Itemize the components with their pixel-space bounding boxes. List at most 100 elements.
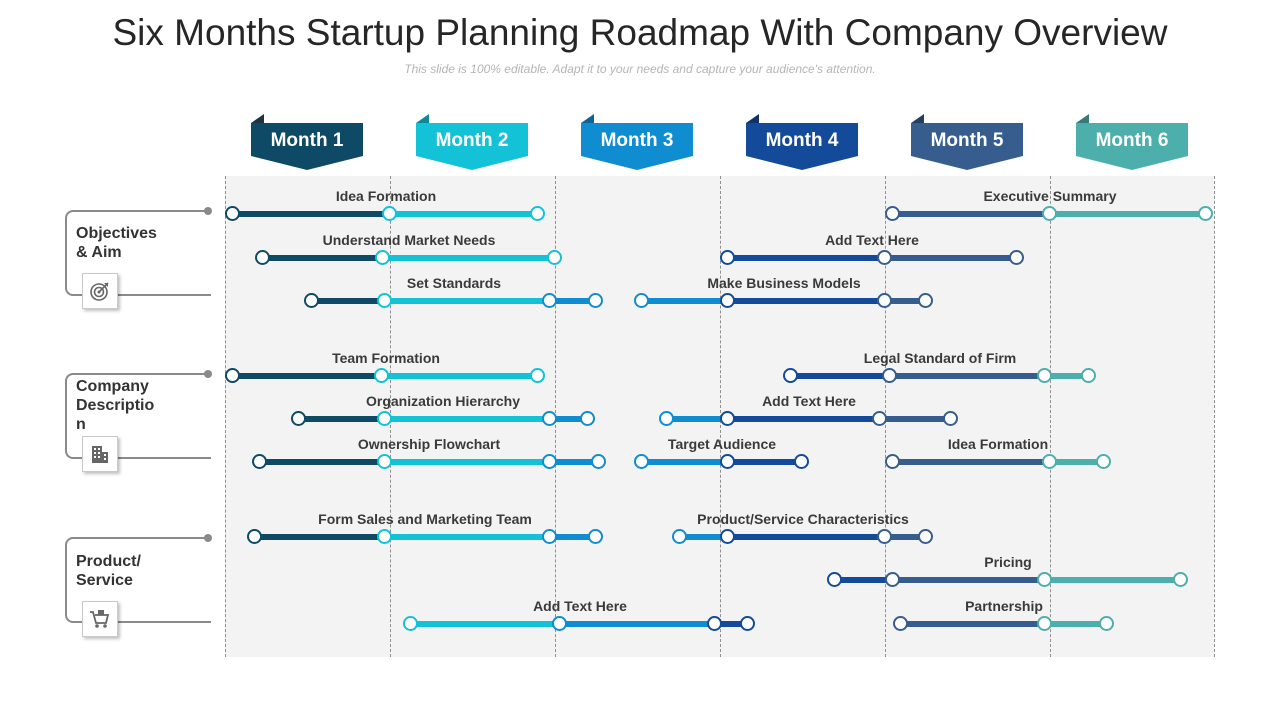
month-divider-0 [225,176,226,657]
task-label: Organization Hierarchy [365,393,521,409]
milestone-dot [1042,454,1057,469]
task-bar-segment [550,459,599,465]
milestone-dot [1009,250,1024,265]
milestone-dot [720,250,735,265]
milestone-dot [530,206,545,221]
month-tab-1: Month 1 [251,114,363,172]
task-label: Target Audience [667,436,777,452]
milestone-dot [552,616,567,631]
task-bar-segment [728,298,885,304]
milestone-dot [659,411,674,426]
milestone-dot [374,368,389,383]
task-bar-segment [893,459,1050,465]
milestone-dot [377,293,392,308]
task-label: Product/Service Characteristics [697,511,909,527]
task-bar-segment [255,534,385,540]
category-label-company: Company Descriptio n [76,378,155,433]
task-bar-segment [885,534,926,540]
task-label: Idea Formation [947,436,1049,452]
milestone-dot [542,454,557,469]
task-bar-segment [383,255,554,261]
task-bar-segment [642,298,728,304]
task-bar-segment [880,416,951,422]
task-label: Partnership [965,598,1043,614]
task-bar-segment [312,298,385,304]
company-bracket [65,373,211,459]
task-bar-segment [385,416,550,422]
task-bar-segment [382,373,539,379]
task-label: Set Standards [406,275,502,291]
milestone-dot [377,529,392,544]
month-tab-3: Month 3 [581,114,693,172]
company-pin [204,370,212,378]
task-label: Ownership Flowchart [357,436,501,452]
product-bracket [65,537,211,623]
milestone-dot [588,529,603,544]
milestone-dot [720,529,735,544]
task-bar-segment [233,373,381,379]
milestone-dot [1198,206,1213,221]
task-bar-segment [1045,577,1182,583]
milestone-dot [794,454,809,469]
milestone-dot [720,411,735,426]
milestone-dot [542,529,557,544]
milestone-dot [827,572,842,587]
task-bar-segment [667,416,728,422]
milestone-dot [740,616,755,631]
page-subtitle: This slide is 100% editable. Adapt it to… [404,62,876,76]
task-bar-segment [411,621,559,627]
milestone-dot [877,250,892,265]
milestone-dot [918,529,933,544]
milestone-dot [377,411,392,426]
task-bar-segment [233,211,390,217]
milestone-dot [1037,572,1052,587]
task-bar-segment [390,211,538,217]
task-bar-segment [893,211,1050,217]
milestone-dot [877,529,892,544]
milestone-dot [918,293,933,308]
milestone-dot [1037,368,1052,383]
milestone-dot [252,454,267,469]
milestone-dot [530,368,545,383]
task-bar-segment [260,459,385,465]
milestone-dot [1037,616,1052,631]
milestone-dot [591,454,606,469]
task-bar-segment [642,459,728,465]
category-label-objectives: Objectives & Aim [76,225,157,261]
month-label: Month 4 [765,130,839,151]
target-icon [82,273,118,309]
task-label: Form Sales and Marketing Team [318,511,532,527]
task-label: Add Text Here [825,232,919,248]
milestone-dot [403,616,418,631]
task-bar-segment [385,459,550,465]
milestone-dot [672,529,687,544]
task-label: Idea Formation [335,188,437,204]
month-label: Month 1 [270,130,344,151]
product-pin [204,534,212,542]
milestone-dot [291,411,306,426]
month-label: Month 6 [1095,130,1169,151]
task-label: Executive Summary [983,188,1117,204]
milestone-dot [634,454,649,469]
task-label: Make Business Models [707,275,861,291]
milestone-dot [872,411,887,426]
task-bar-segment [1050,211,1207,217]
milestone-dot [707,616,722,631]
task-bar-segment [791,373,890,379]
task-bar-segment [893,577,1045,583]
task-bar-segment [835,577,893,583]
milestone-dot [783,368,798,383]
milestone-dot [1042,206,1057,221]
milestone-dot [382,206,397,221]
task-label: Legal Standard of Firm [863,350,1017,366]
task-bar-segment [385,298,550,304]
task-label: Pricing [984,554,1032,570]
month-label: Month 3 [600,130,674,151]
month-tab-2: Month 2 [416,114,528,172]
task-bar-segment [728,459,802,465]
milestone-dot [547,250,562,265]
milestone-dot [720,293,735,308]
task-bar-segment [1045,621,1108,627]
task-label: Team Formation [332,350,440,366]
month-divider-5 [1050,176,1051,657]
